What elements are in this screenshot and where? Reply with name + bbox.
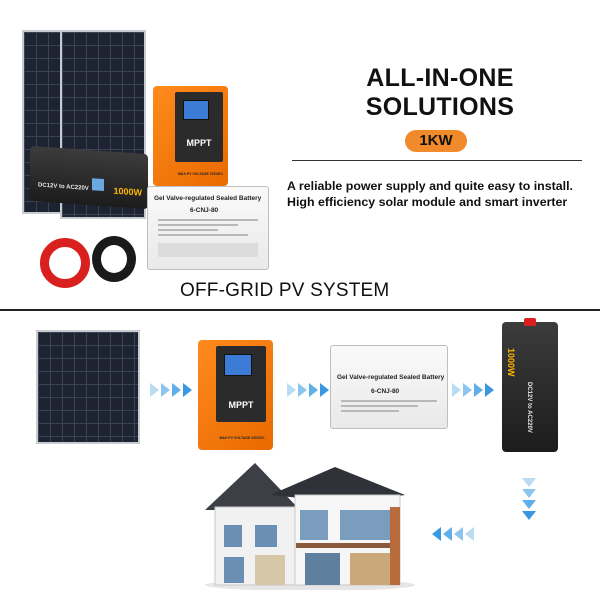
chevron-right-icon (150, 383, 159, 397)
chevron-right-icon (161, 383, 170, 397)
flow-mppt-controller: MPPT MAX PV VOLTAGE 220VDC (198, 340, 273, 450)
flow-arrow-down (522, 478, 536, 522)
red-cable-coil-icon (40, 238, 90, 288)
power-badge: 1KW (405, 130, 467, 152)
chevron-right-icon (287, 383, 296, 397)
product-bundle: DC12V to AC220V 1000W MPPT MAX PV VOLTAG… (0, 0, 290, 300)
chevron-down-icon (522, 511, 536, 520)
headline: ALL-IN-ONE SOLUTIONS (320, 64, 560, 122)
battery-product: Gel Valve-regulated Sealed Battery 6-CNJ… (147, 186, 269, 270)
flow-arrow-1 (150, 383, 194, 397)
chevron-down-icon (522, 500, 536, 509)
chevron-right-icon (320, 383, 329, 397)
chevron-right-icon (172, 383, 181, 397)
chevron-right-icon (183, 383, 192, 397)
chevron-right-icon (452, 383, 461, 397)
inverter-label: DC12V to AC220V (38, 182, 89, 192)
chevron-left-icon (432, 527, 441, 541)
mppt-screen (183, 100, 209, 120)
inverter-watt: 1000W (113, 185, 142, 198)
inverter-display-icon (92, 178, 104, 192)
headline-line-2: SOLUTIONS (365, 93, 515, 121)
chevron-left-icon (465, 527, 474, 541)
flow-arrow-2 (287, 383, 331, 397)
flow-mppt-screen (224, 354, 252, 376)
chevron-right-icon (309, 383, 318, 397)
chevron-left-icon (443, 527, 452, 541)
black-cable-coil-icon (92, 236, 136, 282)
chevron-right-icon (298, 383, 307, 397)
chevron-right-icon (463, 383, 472, 397)
flow-arrow-left (432, 527, 476, 541)
chevron-down-icon (522, 489, 536, 498)
flow-battery-model: 6-CNJ-80 (371, 388, 400, 395)
battery-title: Gel Valve-regulated Sealed Battery (154, 195, 262, 202)
chevron-left-icon (454, 527, 463, 541)
chevron-right-icon (485, 383, 494, 397)
flow-inverter-watt: 1000W (506, 348, 516, 377)
battery-model: 6-CNJ-80 (190, 207, 219, 214)
headline-line-1: ALL-IN-ONE (366, 64, 514, 92)
description: A reliable power supply and quite easy t… (287, 178, 597, 210)
mppt-controller-product: MPPT MAX PV VOLTAGE 220VDC (153, 86, 228, 186)
chevron-right-icon (474, 383, 483, 397)
flow-mppt-label: MPPT (228, 400, 254, 410)
inverter-product: DC12V to AC220V 1000W (30, 145, 148, 210)
section-divider (0, 309, 600, 311)
flow-arrow-3 (452, 383, 496, 397)
system-title: OFF-GRID PV SYSTEM (180, 280, 390, 301)
mppt-label: MPPT (186, 138, 212, 148)
flow-solar-panel (36, 330, 140, 444)
flow-inverter: 1000W DC12V to AC220V (502, 318, 558, 452)
flow-inverter-label: DC12V to AC220V (526, 382, 532, 433)
mppt-foot-label: MAX PV VOLTAGE 220VDC (178, 172, 223, 176)
headline-rule (292, 160, 582, 161)
inverter-red-terminal (524, 318, 536, 326)
description-line-2: High efficiency solar module and smart i… (287, 195, 568, 209)
house-icon (205, 463, 415, 590)
description-line-1: A reliable power supply and quite easy t… (287, 179, 573, 193)
flow-battery: Gel Valve-regulated Sealed Battery 6-CNJ… (330, 345, 448, 429)
flow-mppt-foot: MAX PV VOLTAGE 220VDC (219, 436, 265, 440)
flow-battery-title: Gel Valve-regulated Sealed Battery (337, 374, 445, 381)
chevron-down-icon (522, 478, 536, 487)
